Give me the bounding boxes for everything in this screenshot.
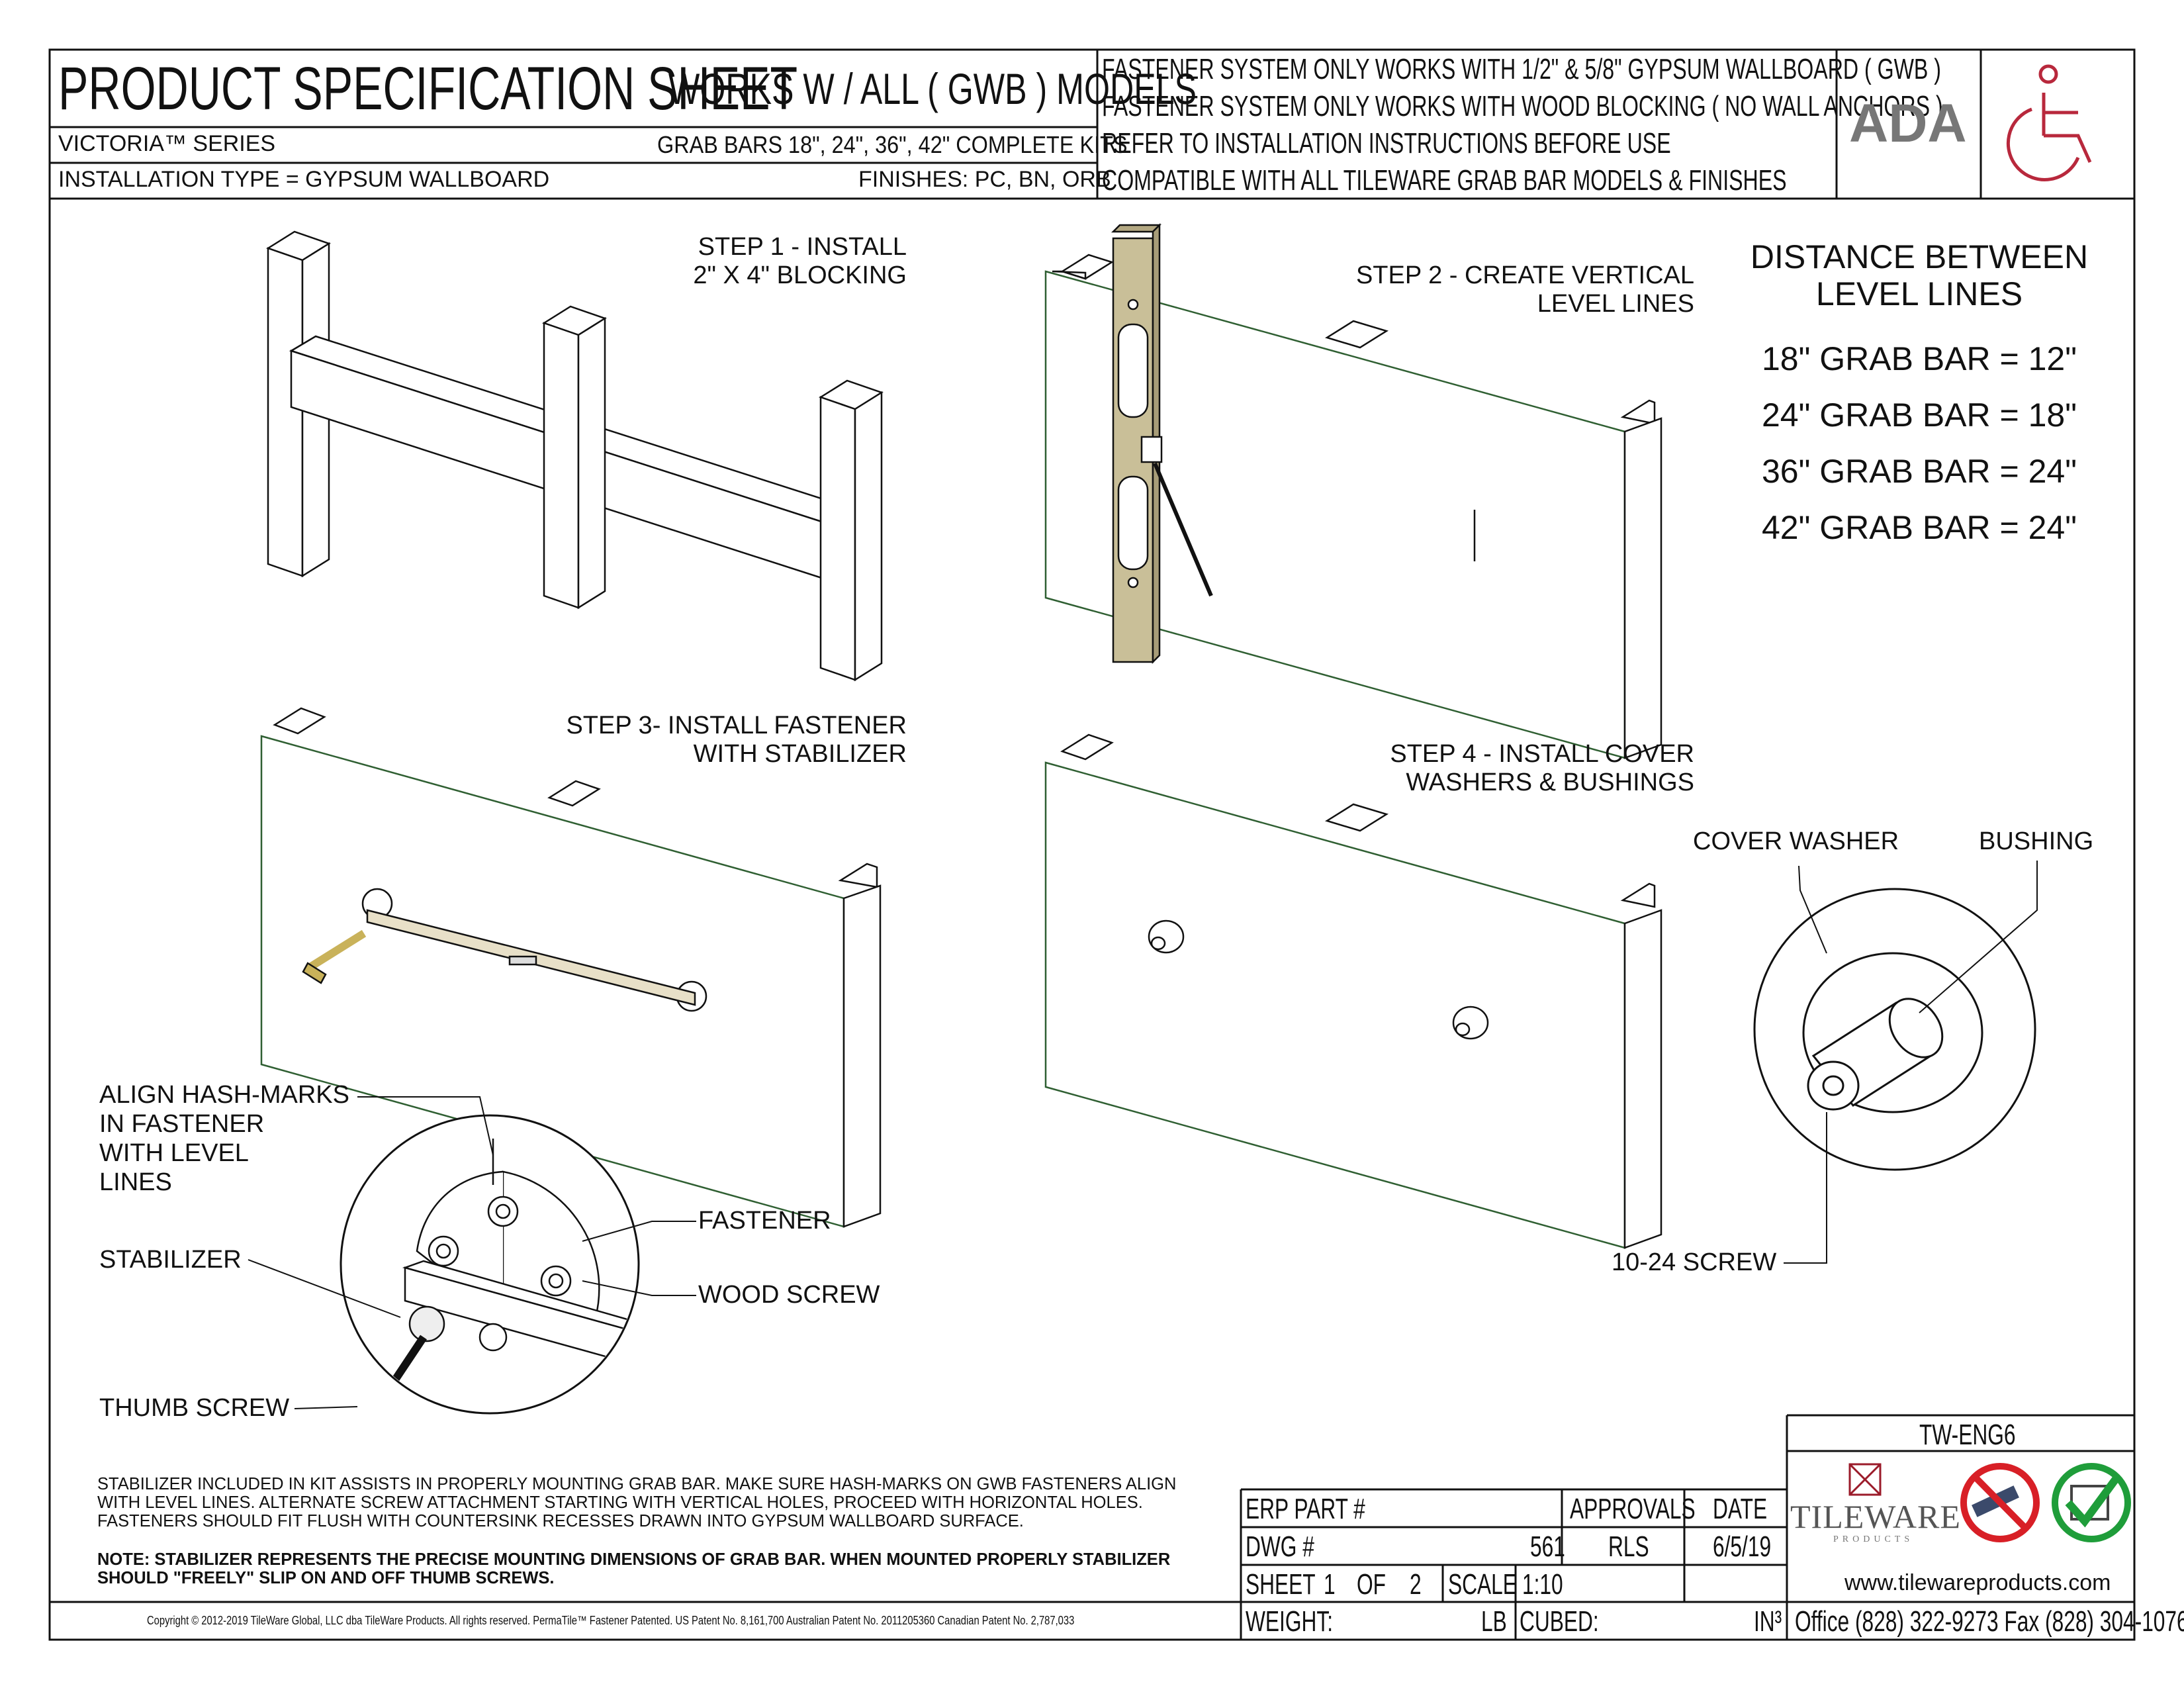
step4-label: STEP 4 - INSTALL COVER WASHERS & BUSHING… bbox=[1297, 740, 1694, 797]
align-line2: IN FASTENER bbox=[99, 1110, 265, 1138]
distance-row: 42" GRAB BAR = 24" bbox=[1761, 509, 2077, 546]
sheet-label: SHEET bbox=[1246, 1568, 1316, 1601]
drawing-number: TW-ENG6 bbox=[1919, 1419, 2016, 1451]
align-callout: ALIGN HASH-MARKS IN FASTENER WITH LEVEL … bbox=[99, 1080, 349, 1197]
weight-label: WEIGHT: bbox=[1246, 1605, 1333, 1638]
detail-circle-fastener bbox=[340, 1114, 640, 1415]
of-value: 2 bbox=[1410, 1568, 1422, 1601]
distance-row: 24" GRAB BAR = 18" bbox=[1761, 397, 2077, 434]
bushing-callout: BUSHING bbox=[1979, 827, 2094, 855]
step2-label: STEP 2 - CREATE VERTICAL LEVEL LINES bbox=[1297, 261, 1694, 318]
step4-line2: WASHERS & BUSHINGS bbox=[1406, 769, 1694, 796]
step1-line1: STEP 1 - INSTALL bbox=[698, 233, 907, 261]
step1-label: STEP 1 - INSTALL 2" X 4" BLOCKING bbox=[655, 233, 907, 290]
align-line4: LINES bbox=[99, 1168, 172, 1196]
sheet-border bbox=[48, 48, 2136, 1641]
page-title: PRODUCT SPECIFICATION SHEET bbox=[58, 55, 798, 122]
footer-note-line: NOTE: STABILIZER REPRESENTS THE PRECISE … bbox=[97, 1550, 1171, 1569]
step3-line1: STEP 3- INSTALL FASTENER bbox=[566, 712, 907, 739]
footer-note-line: WITH LEVEL LINES. ALTERNATE SCREW ATTACH… bbox=[97, 1493, 1143, 1512]
detail-circle-washer bbox=[1753, 888, 2036, 1171]
footer-note-para1: STABILIZER INCLUDED IN KIT ASSISTS IN PR… bbox=[97, 1475, 1176, 1530]
level-tool bbox=[1111, 222, 1213, 665]
step1-blocking-drawing bbox=[266, 230, 884, 682]
step2-line1: STEP 2 - CREATE VERTICAL bbox=[1355, 261, 1694, 289]
step3-label: STEP 3- INSTALL FASTENER WITH STABILIZER bbox=[510, 712, 907, 769]
works-with-label: WORKS W / ALL ( GWB ) MODELS bbox=[668, 64, 1197, 113]
step4-line1: STEP 4 - INSTALL COVER bbox=[1390, 740, 1694, 768]
approvals-value: RLS bbox=[1608, 1530, 1649, 1563]
weight-unit: LB bbox=[1481, 1605, 1507, 1638]
date-label: DATE bbox=[1713, 1493, 1768, 1525]
wheelchair-icon bbox=[2006, 64, 2092, 181]
align-line3: WITH LEVEL bbox=[99, 1139, 249, 1167]
copyright-text: Copyright © 2012-2019 TileWare Global, L… bbox=[147, 1614, 1075, 1627]
step2-wall-drawing bbox=[1044, 254, 1662, 759]
installation-type-label: INSTALLATION TYPE = GYPSUM WALLBOARD bbox=[58, 167, 550, 192]
screw-1024-callout: 10-24 SCREW bbox=[1612, 1248, 1777, 1276]
scale-value: 1:10 bbox=[1522, 1568, 1563, 1601]
footer-note-line: SHOULD "FREELY" SLIP ON AND OFF THUMB SC… bbox=[97, 1569, 555, 1587]
cubed-label: CUBED: bbox=[1520, 1605, 1599, 1638]
distance-title-line2: LEVEL LINES bbox=[1815, 275, 2023, 312]
stabilizer-drawing bbox=[302, 888, 707, 1012]
align-line1: ALIGN HASH-MARKS bbox=[99, 1081, 349, 1109]
brand-name: TILEWARE bbox=[1790, 1498, 1961, 1535]
scale-label: SCALE bbox=[1448, 1568, 1517, 1601]
cover-washer-callout: COVER WASHER bbox=[1693, 827, 1899, 855]
header-note-2: FASTENER SYSTEM ONLY WORKS WITH WOOD BLO… bbox=[1102, 90, 1943, 122]
ada-label: ADA bbox=[1849, 93, 1967, 154]
step4-wall-drawing bbox=[1044, 733, 1662, 1249]
tileware-logo-icon bbox=[1848, 1463, 1882, 1496]
cubed-unit: IN³ bbox=[1754, 1605, 1782, 1638]
step1-line2: 2" X 4" BLOCKING bbox=[693, 261, 907, 289]
fastener-callout: FASTENER bbox=[698, 1207, 831, 1235]
approvals-label: APPROVALS bbox=[1570, 1493, 1696, 1525]
header-note-1: FASTENER SYSTEM ONLY WORKS WITH 1/2" & 5… bbox=[1102, 53, 1941, 85]
distance-row: 36" GRAB BAR = 24" bbox=[1761, 453, 2077, 490]
step2-line2: LEVEL LINES bbox=[1537, 290, 1694, 318]
distance-title-line1: DISTANCE BETWEEN bbox=[1750, 238, 2089, 275]
no-wall-anchor-icon bbox=[1960, 1463, 2040, 1542]
thumb-screw-callout: THUMB SCREW bbox=[99, 1394, 290, 1422]
header-note-3: REFER TO INSTALLATION INSTRUCTIONS BEFOR… bbox=[1102, 127, 1671, 160]
step3-wall-drawing bbox=[260, 707, 882, 1228]
footer-note-line: STABILIZER INCLUDED IN KIT ASSISTS IN PR… bbox=[97, 1475, 1177, 1493]
distance-row: 18" GRAB BAR = 12" bbox=[1761, 340, 2077, 377]
sheet-value: 1 bbox=[1324, 1568, 1336, 1601]
leader-lines bbox=[248, 861, 2038, 1409]
header-note-4: COMPATIBLE WITH ALL TILEWARE GRAB BAR MO… bbox=[1102, 164, 1787, 197]
dwg-label: DWG # bbox=[1246, 1530, 1314, 1563]
date-value: 6/5/19 bbox=[1713, 1530, 1772, 1563]
approved-check-icon bbox=[2052, 1463, 2131, 1542]
footer-note-line: FASTENERS SHOULD FIT FLUSH WITH COUNTERS… bbox=[97, 1512, 1024, 1530]
brand-subtitle: PRODUCTS bbox=[1833, 1534, 1914, 1544]
stabilizer-callout: STABILIZER bbox=[99, 1246, 242, 1274]
header-grid bbox=[50, 50, 2134, 200]
kits-label: GRAB BARS 18", 24", 36", 42" COMPLETE KI… bbox=[657, 131, 1128, 158]
dwg-value: 561 bbox=[1530, 1530, 1565, 1563]
footer-note-para2: NOTE: STABILIZER REPRESENTS THE PRECISE … bbox=[97, 1550, 1170, 1587]
erp-label: ERP PART # bbox=[1246, 1493, 1365, 1525]
wood-screw-callout: WOOD SCREW bbox=[698, 1281, 880, 1309]
of-label: OF bbox=[1357, 1568, 1386, 1601]
website-link[interactable]: www.tilewareproducts.com bbox=[1844, 1570, 2111, 1595]
step3-line2: WITH STABILIZER bbox=[693, 740, 907, 768]
bottom-grid bbox=[50, 1414, 2134, 1640]
phone-numbers: Office (828) 322-9273 Fax (828) 304-1076 bbox=[1795, 1605, 2184, 1638]
series-label: VICTORIA™ SERIES bbox=[58, 131, 276, 156]
distance-table: DISTANCE BETWEEN LEVEL LINES 18" GRAB BA… bbox=[1714, 238, 2124, 556]
finishes-label: FINISHES: PC, BN, ORB bbox=[858, 167, 1111, 192]
